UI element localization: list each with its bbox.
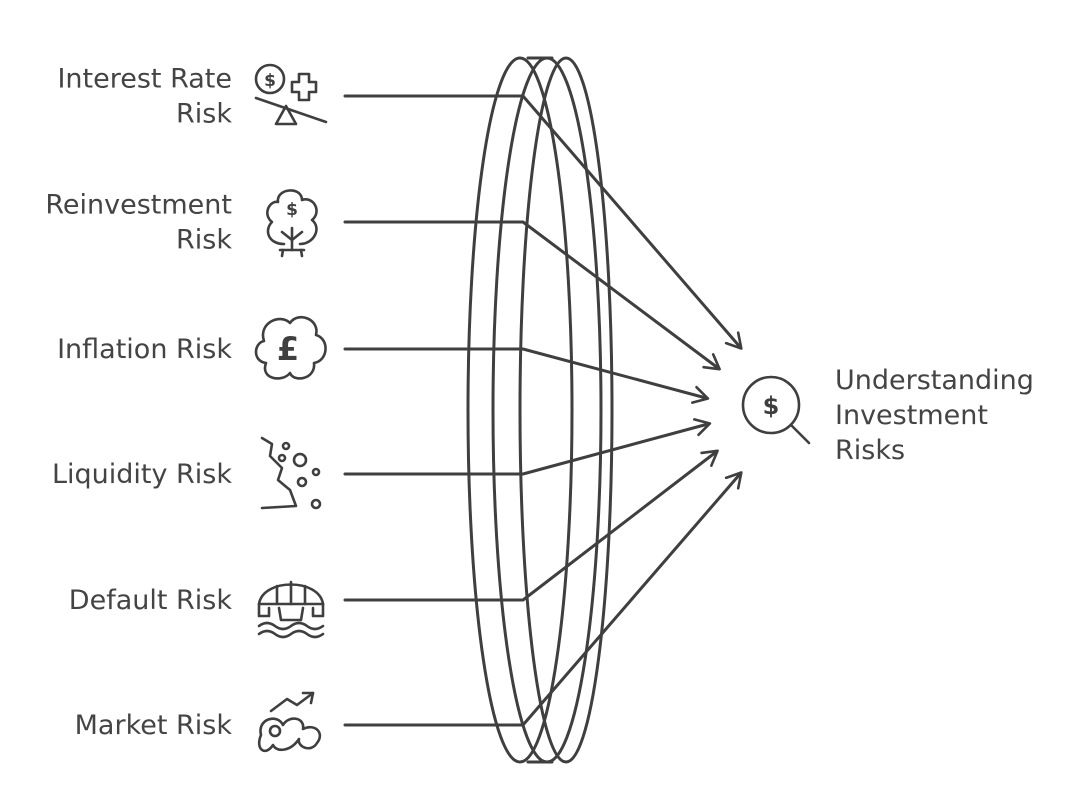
- market-trend-icon: [257, 691, 322, 753]
- connector-arrow-liquidity: [343, 418, 712, 476]
- target-icon-symbol: $: [763, 392, 780, 420]
- risk-label-line: Default Risk: [69, 585, 233, 616]
- broken-bridge-icon: [257, 580, 325, 639]
- risk-label-line: Risk: [176, 225, 232, 256]
- interest-rate-icon: $: [254, 63, 328, 126]
- svg-text:$: $: [286, 200, 298, 220]
- risk-label-line: Market Risk: [75, 710, 233, 741]
- connector-arrow-market: [343, 471, 743, 727]
- target-label-line: Risks: [835, 435, 905, 466]
- svg-text:$: $: [264, 71, 276, 91]
- connector-arrow-default: [343, 449, 719, 602]
- risk-label-liquidity: Liquidity Risk: [52, 459, 232, 490]
- risk-label-line: Interest Rate: [57, 64, 232, 95]
- risk-label-line: Risk: [176, 99, 232, 130]
- risk-label-market: Market Risk: [75, 710, 233, 741]
- connector-lines: [343, 94, 743, 727]
- target-label-line: Understanding: [835, 365, 1034, 396]
- target-label-line: Investment: [835, 400, 988, 431]
- pound-cloud-icon: £: [254, 316, 327, 380]
- risk-label-default: Default Risk: [69, 585, 233, 616]
- connector-arrow-reinvestment: [343, 220, 721, 371]
- dollar-magnifier-icon: $: [741, 375, 811, 445]
- money-tree-icon: $: [266, 189, 318, 258]
- risk-label-line: Liquidity Risk: [52, 459, 232, 490]
- risk-label-line: Inflation Risk: [57, 334, 232, 365]
- connector-arrow-inflation: [343, 347, 710, 404]
- lens-icon: [466, 56, 614, 764]
- risk-label-inflation: Inflation Risk: [57, 334, 232, 365]
- connector-arrow-interest: [343, 94, 743, 350]
- svg-text:£: £: [277, 330, 299, 368]
- falling-rocks-icon: [260, 436, 322, 510]
- risk-label-line: Reinvestment: [45, 190, 232, 221]
